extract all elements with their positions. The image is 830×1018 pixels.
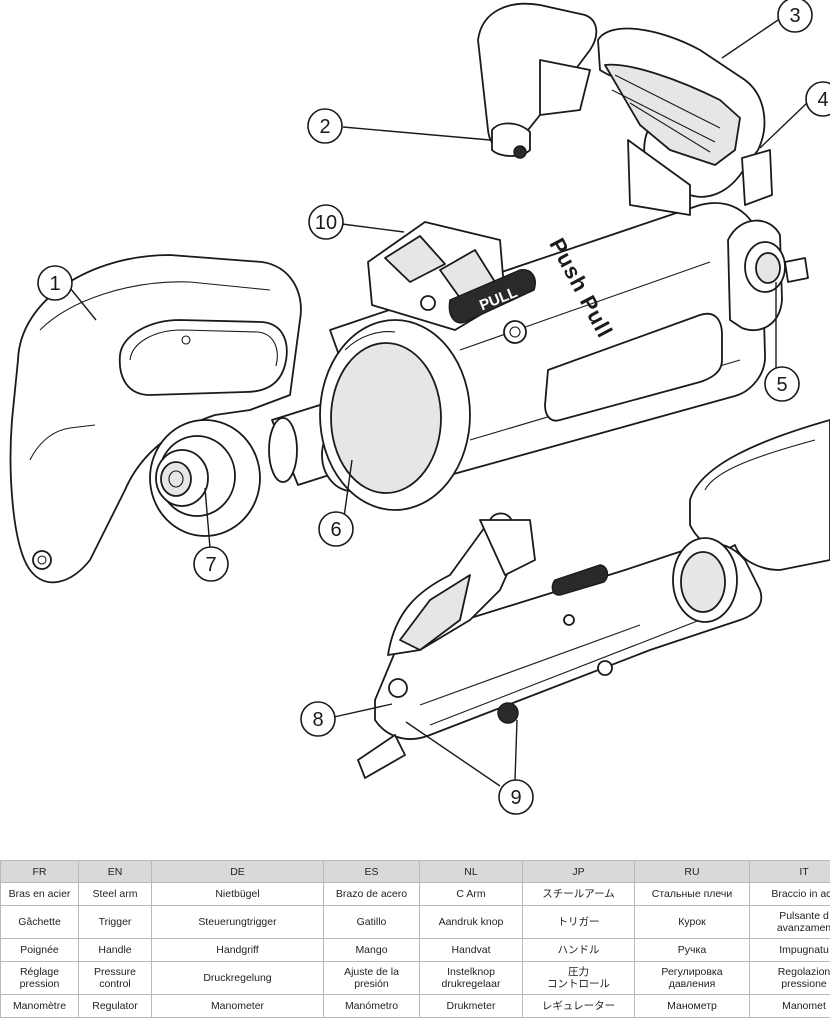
trigger — [477, 2, 598, 159]
callout-2: 2 — [307, 108, 343, 144]
legend-cell: Manometer — [151, 994, 324, 1018]
nose-piece — [149, 419, 261, 537]
legend-cell: Ручка — [634, 938, 750, 962]
table-row: Manomètre Regulator Manometer Manómetro … — [0, 994, 830, 1018]
svg-text:6: 6 — [330, 519, 341, 541]
callout-8: 8 — [300, 701, 336, 737]
legend-cell: トリガー — [522, 905, 635, 939]
legend-header-en: EN — [78, 860, 152, 883]
legend-cell: Trigger — [78, 905, 152, 939]
legend-cell: スチールアーム — [522, 882, 635, 906]
table-row: Réglage pression Pressure control Druckr… — [0, 961, 830, 995]
second-tool-view — [357, 419, 830, 779]
legend-header-ru: RU — [634, 860, 750, 883]
legend-cell: Steel arm — [78, 882, 152, 906]
legend-cell: Braccio in acc — [749, 882, 830, 906]
svg-text:9: 9 — [510, 787, 521, 809]
steel-arm — [9, 254, 302, 584]
legend-cell: Brazo de acero — [323, 882, 420, 906]
legend-cell: ハンドル — [522, 938, 635, 962]
legend-cell: Bras en acier — [0, 882, 79, 906]
legend-header-jp: JP — [522, 860, 635, 883]
parts-legend-table: FR EN DE ES NL JP RU IT Bras en acier St… — [0, 860, 830, 1018]
legend-cell: Drukmeter — [419, 994, 523, 1018]
callout-3: 3 — [777, 0, 813, 33]
regulator-gauge — [727, 219, 809, 332]
legend-cell: Steuerungtrigger — [151, 905, 324, 939]
svg-text:5: 5 — [776, 374, 787, 396]
parts-legend: FR EN DE ES NL JP RU IT Bras en acier St… — [0, 860, 830, 1018]
legend-cell: Regulator — [78, 994, 152, 1018]
legend-header-de: DE — [151, 860, 324, 883]
legend-cell: Instelknop drukregelaar — [419, 961, 523, 995]
legend-header-nl: NL — [419, 860, 523, 883]
main-body: Push Pull — [319, 202, 766, 511]
legend-cell: Регулировка давления — [634, 961, 750, 995]
table-row: Poignée Handle Handgriff Mango Handvat ハ… — [0, 938, 830, 962]
legend-cell: Курок — [634, 905, 750, 939]
legend-cell: Pressure control — [78, 961, 152, 995]
legend-header-it: IT — [749, 860, 830, 883]
legend-cell: Стальные плечи — [634, 882, 750, 906]
svg-text:1: 1 — [49, 273, 60, 295]
callout-5: 5 — [764, 366, 800, 402]
legend-cell: 圧力 コントロール — [522, 961, 635, 995]
table-row: Gâchette Trigger Steuerungtrigger Gatill… — [0, 905, 830, 939]
legend-cell: Poignée — [0, 938, 79, 962]
legend-cell: Nietbügel — [151, 882, 324, 906]
legend-cell: Réglage pression — [0, 961, 79, 995]
callout-6: 6 — [318, 511, 354, 547]
legend-cell: Pulsante d avanzamen — [749, 905, 830, 939]
svg-text:3: 3 — [789, 5, 800, 27]
svg-text:8: 8 — [312, 709, 323, 731]
legend-header-fr: FR — [0, 860, 79, 883]
callout-7: 7 — [193, 546, 229, 582]
legend-cell: Aandruk knop — [419, 905, 523, 939]
legend-cell: Handvat — [419, 938, 523, 962]
legend-cell: Ajuste de la presión — [323, 961, 420, 995]
legend-cell: Mango — [323, 938, 420, 962]
legend-cell: Handle — [78, 938, 152, 962]
table-row: Bras en acier Steel arm Nietbügel Brazo … — [0, 882, 830, 906]
legend-cell: Manómetro — [323, 994, 420, 1018]
svg-text:4: 4 — [817, 89, 828, 111]
legend-cell: Regolazion pressione — [749, 961, 830, 995]
svg-text:10: 10 — [315, 212, 337, 234]
rivet-tool-illustration: Push Pull PULL — [9, 0, 830, 815]
callout-4: 4 — [805, 81, 830, 117]
legend-cell: Манометр — [634, 994, 750, 1018]
legend-cell: Handgriff — [151, 938, 324, 962]
callout-9: 9 — [498, 779, 534, 815]
push-pull-switch: PULL — [367, 221, 536, 331]
legend-cell: Druckregelung — [151, 961, 324, 995]
handle — [597, 27, 773, 216]
legend-cell: Gâchette — [0, 905, 79, 939]
legend-cell: C Arm — [419, 882, 523, 906]
callout-10: 10 — [308, 204, 344, 240]
legend-header-es: ES — [323, 860, 420, 883]
svg-text:7: 7 — [205, 554, 216, 576]
legend-cell: Manomètre — [0, 994, 79, 1018]
callout-1: 1 — [37, 265, 73, 301]
legend-cell: Gatillo — [323, 905, 420, 939]
legend-cell: Manomet — [749, 994, 830, 1018]
legend-header-row: FR EN DE ES NL JP RU IT — [0, 860, 830, 883]
svg-text:2: 2 — [319, 116, 330, 138]
legend-cell: Impugnatu — [749, 938, 830, 962]
legend-cell: レギュレーター — [522, 994, 635, 1018]
